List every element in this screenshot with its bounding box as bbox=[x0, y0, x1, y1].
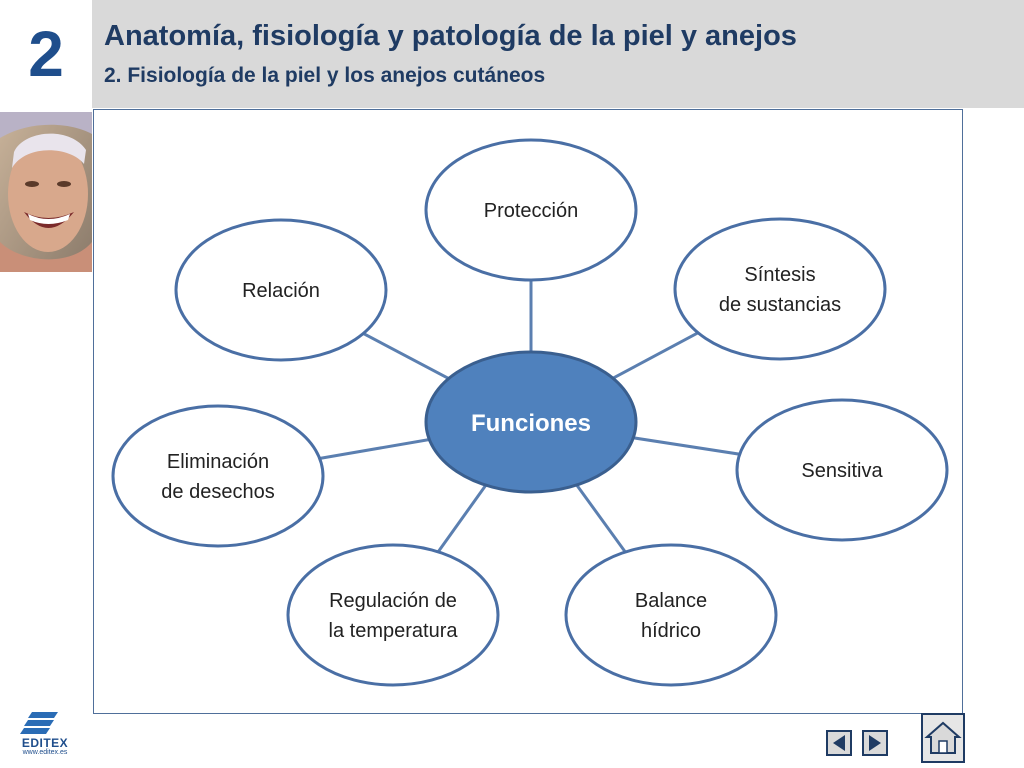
node-label-eliminacion: de desechos bbox=[161, 481, 274, 503]
node-eliminacion bbox=[111, 404, 325, 548]
node-proteccion bbox=[424, 138, 638, 282]
editex-logo: EDITEX www.editex.es bbox=[14, 708, 76, 760]
node-label-regulacion: Regulación de bbox=[329, 590, 457, 612]
previous-slide-button[interactable] bbox=[826, 730, 852, 756]
home-icon bbox=[921, 713, 965, 763]
editex-logo-icon bbox=[20, 712, 58, 734]
next-slide-button[interactable] bbox=[862, 730, 888, 756]
node-label-sintesis: Síntesis bbox=[744, 264, 815, 286]
previous-slide-icon bbox=[826, 730, 852, 756]
node-balance bbox=[564, 543, 778, 687]
node-sintesis bbox=[673, 217, 887, 361]
node-label-eliminacion: Eliminación bbox=[167, 451, 269, 473]
node-relacion bbox=[174, 218, 388, 362]
node-sensitiva bbox=[735, 398, 949, 542]
node-label-center: Funciones bbox=[471, 410, 591, 437]
smiling-woman-photo bbox=[0, 112, 92, 272]
node-center bbox=[424, 350, 638, 494]
node-regulacion bbox=[286, 543, 500, 687]
page-title: Anatomía, fisiología y patología de la p… bbox=[104, 20, 797, 52]
chapter-badge: 2 bbox=[0, 0, 92, 108]
home-button[interactable] bbox=[921, 713, 965, 763]
node-label-regulacion: la temperatura bbox=[329, 620, 459, 642]
page-subtitle: 2. Fisiología de la piel y los anejos cu… bbox=[104, 64, 546, 87]
header-band: Anatomía, fisiología y patología de la p… bbox=[92, 0, 1024, 108]
node-label-sensitiva: Sensitiva bbox=[801, 460, 883, 482]
node-label-sintesis: de sustancias bbox=[719, 294, 841, 316]
next-slide-icon bbox=[862, 730, 888, 756]
node-label-balance: hídrico bbox=[641, 620, 701, 642]
node-label-proteccion: Protección bbox=[484, 200, 579, 222]
node-label-balance: Balance bbox=[635, 590, 707, 612]
editex-logo-name: EDITEX bbox=[21, 736, 69, 750]
editex-logo-url: www.editex.es bbox=[22, 749, 68, 756]
chapter-number: 2 bbox=[28, 18, 64, 90]
node-label-relacion: Relación bbox=[242, 280, 320, 302]
